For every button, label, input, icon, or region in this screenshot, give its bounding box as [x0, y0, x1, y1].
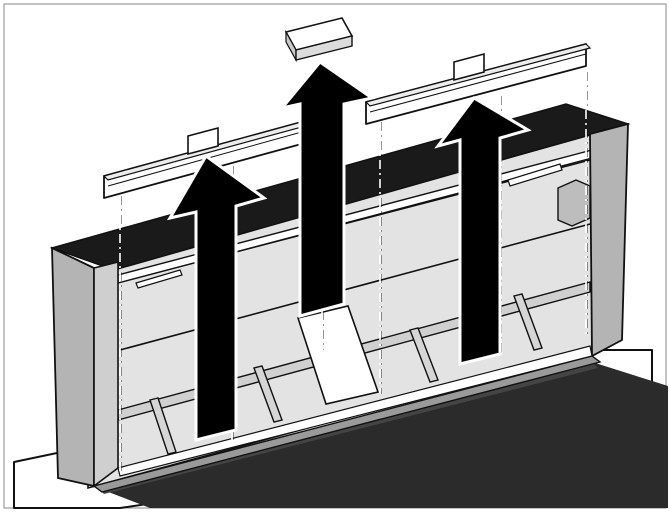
left-rail-removal-arrow-icon — [166, 153, 268, 442]
right-side-panel — [589, 122, 629, 358]
bottom-front-ledge — [92, 355, 602, 493]
bottom-inner-edge — [117, 345, 593, 477]
right-rail-removal-arrow-icon — [434, 96, 532, 366]
left-side-panel — [51, 246, 95, 488]
left-inner-post — [93, 260, 119, 488]
floor-mat — [98, 362, 668, 508]
right-light-strip — [507, 163, 563, 187]
cover-removal-arrow-icon — [278, 59, 376, 318]
bottom-slats — [149, 293, 543, 455]
center-ramp — [296, 305, 380, 405]
center-cover — [284, 17, 354, 63]
right-rail — [364, 43, 592, 125]
left-light-strip — [135, 269, 183, 289]
